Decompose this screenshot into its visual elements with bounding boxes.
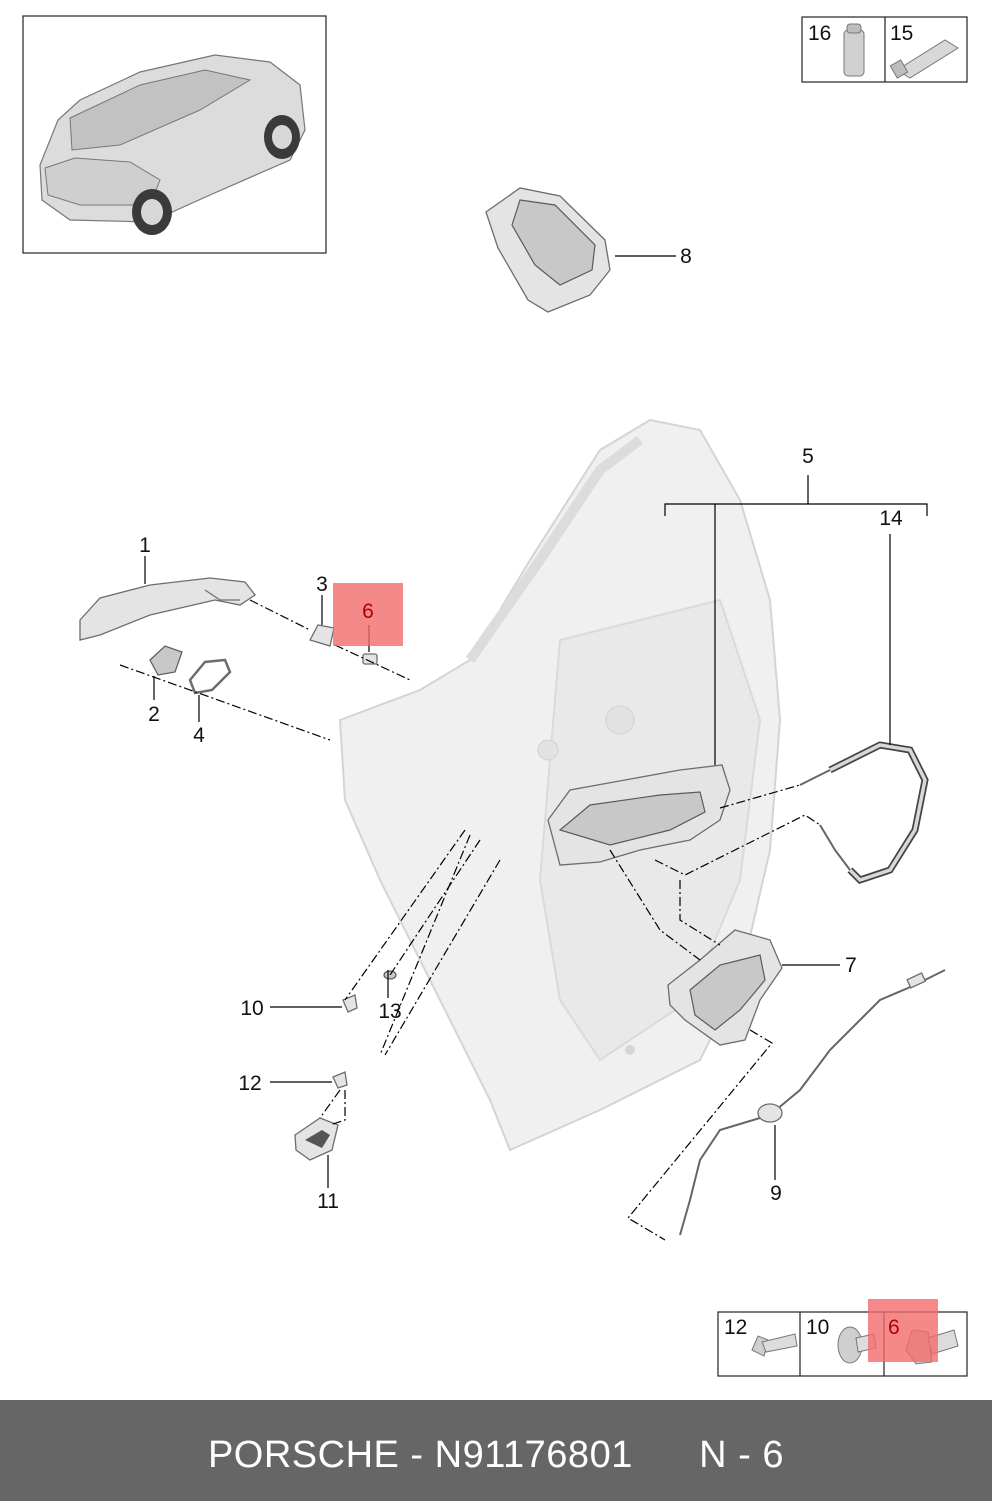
callout-5: 5 <box>802 445 814 468</box>
callout-11: 11 <box>317 1190 339 1213</box>
legend-top-label-b: 15 <box>890 22 913 45</box>
legend-bottom-label-a: 12 <box>724 1316 747 1339</box>
part-11-striker <box>294 1117 339 1161</box>
legend-bottom-label-c: 6 <box>888 1316 900 1339</box>
footer-part-number: PORSCHE - N91176801 N - 6 <box>207 1434 785 1476</box>
grease-tube-icon <box>889 39 959 79</box>
callout-13: 13 <box>378 1000 401 1023</box>
part-1-door-handle <box>79 577 256 641</box>
callout-labels: 1 2 3 4 5 6 7 8 9 10 11 12 13 14 <box>139 245 903 1213</box>
callout-12: 12 <box>238 1072 261 1095</box>
footer-bar: PORSCHE - N91176801 N - 6 <box>0 1400 992 1501</box>
legend-top: 16 15 <box>801 16 968 83</box>
callout-7: 7 <box>845 954 857 977</box>
callout-8: 8 <box>680 245 692 268</box>
callout-1: 1 <box>139 534 151 557</box>
part-5-lock-assembly <box>547 764 731 866</box>
part-4-seal <box>188 658 232 695</box>
part-9-release-cable <box>679 969 946 1236</box>
highlight-part-6-legend <box>868 1299 938 1362</box>
legend-bottom: 12 10 6 <box>717 1299 968 1377</box>
callout-4: 4 <box>193 724 205 747</box>
leader-lines <box>144 255 928 1188</box>
callout-9: 9 <box>770 1182 782 1205</box>
assembly-lines <box>119 599 821 1241</box>
parts-diagram: 16 15 <box>22 15 968 1377</box>
part-3-bracket <box>309 624 335 647</box>
callout-10: 10 <box>240 997 263 1020</box>
part-2-handle-insert <box>149 645 183 676</box>
screw-12-icon <box>751 1333 798 1357</box>
part-7-door-lock <box>667 929 783 1046</box>
highlight-part-6-main <box>333 583 403 646</box>
part-13-clip <box>383 970 397 980</box>
callout-2: 2 <box>148 703 160 726</box>
callout-6: 6 <box>362 600 374 623</box>
legend-bottom-label-b: 10 <box>806 1316 829 1339</box>
vehicle-thumbnail <box>22 15 327 254</box>
part-8-control-unit <box>485 187 611 313</box>
part-12-screw <box>332 1071 348 1089</box>
adhesive-bottle-icon <box>843 23 865 77</box>
part-6-screw <box>362 653 378 665</box>
part-10-screw <box>342 994 358 1013</box>
part-14-cable <box>799 741 929 885</box>
legend-top-label-a: 16 <box>808 22 831 45</box>
callout-3: 3 <box>316 573 328 596</box>
callout-14: 14 <box>879 507 903 530</box>
